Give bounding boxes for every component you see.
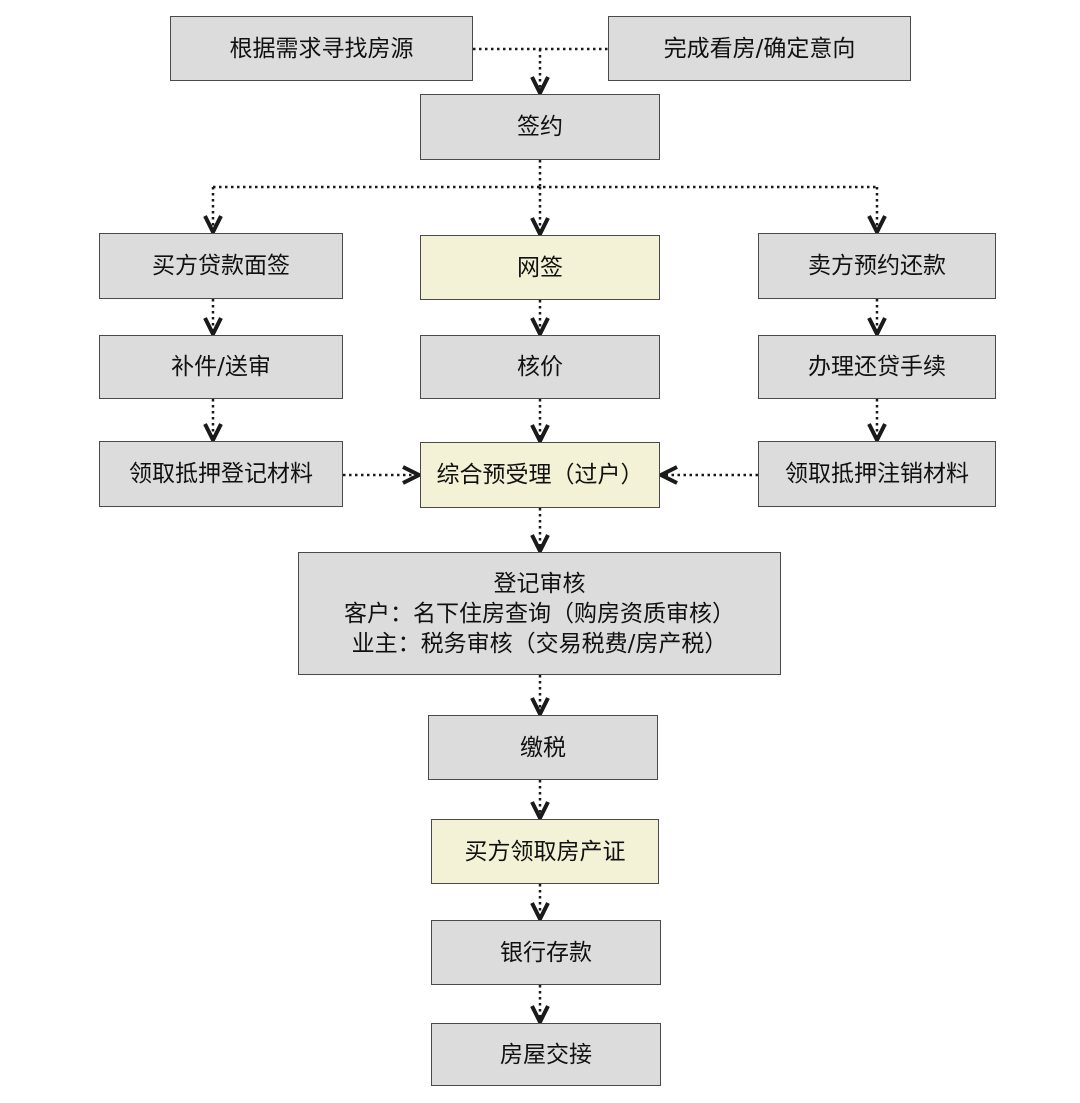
- node-bank-deposit: 银行存款: [431, 920, 661, 985]
- node-handover: 房屋交接: [431, 1023, 661, 1086]
- node-label: 银行存款: [500, 939, 592, 966]
- node-loan-repayment-procedure: 办理还贷手续: [758, 335, 996, 399]
- node-supplement-submit: 补件/送审: [99, 335, 343, 399]
- node-label: 办理还贷手续: [808, 354, 946, 380]
- node-label: 根据需求寻找房源: [229, 35, 414, 62]
- node-label: 领取抵押注销材料: [785, 461, 969, 487]
- node-label: 买方贷款面签: [152, 253, 290, 279]
- node-price-check: 核价: [420, 335, 660, 399]
- node-transfer-preacceptance: 综合预受理（过户）: [420, 442, 660, 508]
- node-viewing-done: 完成看房/确定意向: [608, 16, 911, 81]
- node-title: 登记审核: [493, 570, 586, 597]
- node-label: 签约: [517, 114, 563, 140]
- node-collect-mortgage-cancel: 领取抵押注销材料: [758, 441, 996, 507]
- node-label: 卖方预约还款: [808, 253, 946, 279]
- node-find-listing: 根据需求寻找房源: [170, 16, 473, 81]
- node-label: 综合预受理（过户）: [436, 462, 644, 488]
- node-label: 缴税: [520, 734, 566, 761]
- node-label: 买方领取房产证: [464, 838, 626, 865]
- node-online-sign: 网签: [420, 235, 660, 300]
- node-registration-review: 登记审核 客户：名下住房查询（购房资质审核） 业主：税务审核（交易税费/房产税）: [298, 552, 781, 675]
- node-pay-tax: 缴税: [428, 715, 658, 780]
- node-label: 完成看房/确定意向: [663, 35, 856, 62]
- node-collect-mortgage-reg: 领取抵押登记材料: [99, 441, 343, 507]
- node-label: 房屋交接: [500, 1041, 592, 1068]
- node-seller-repayment-booking: 卖方预约还款: [758, 233, 996, 299]
- connector-sign-branch-bar: [213, 160, 877, 189]
- node-line-owner: 业主：税务审核（交易税费/房产税）: [351, 630, 728, 657]
- node-sign-contract: 签约: [420, 94, 660, 160]
- node-label: 网签: [517, 254, 563, 281]
- node-line-customer: 客户：名下住房查询（购房资质审核）: [344, 600, 735, 627]
- node-label: 核价: [517, 354, 563, 380]
- node-label: 领取抵押登记材料: [129, 461, 313, 487]
- node-label: 补件/送审: [171, 354, 271, 380]
- node-buyer-get-certificate: 买方领取房产证: [431, 819, 659, 884]
- node-buyer-loan-interview: 买方贷款面签: [99, 233, 343, 299]
